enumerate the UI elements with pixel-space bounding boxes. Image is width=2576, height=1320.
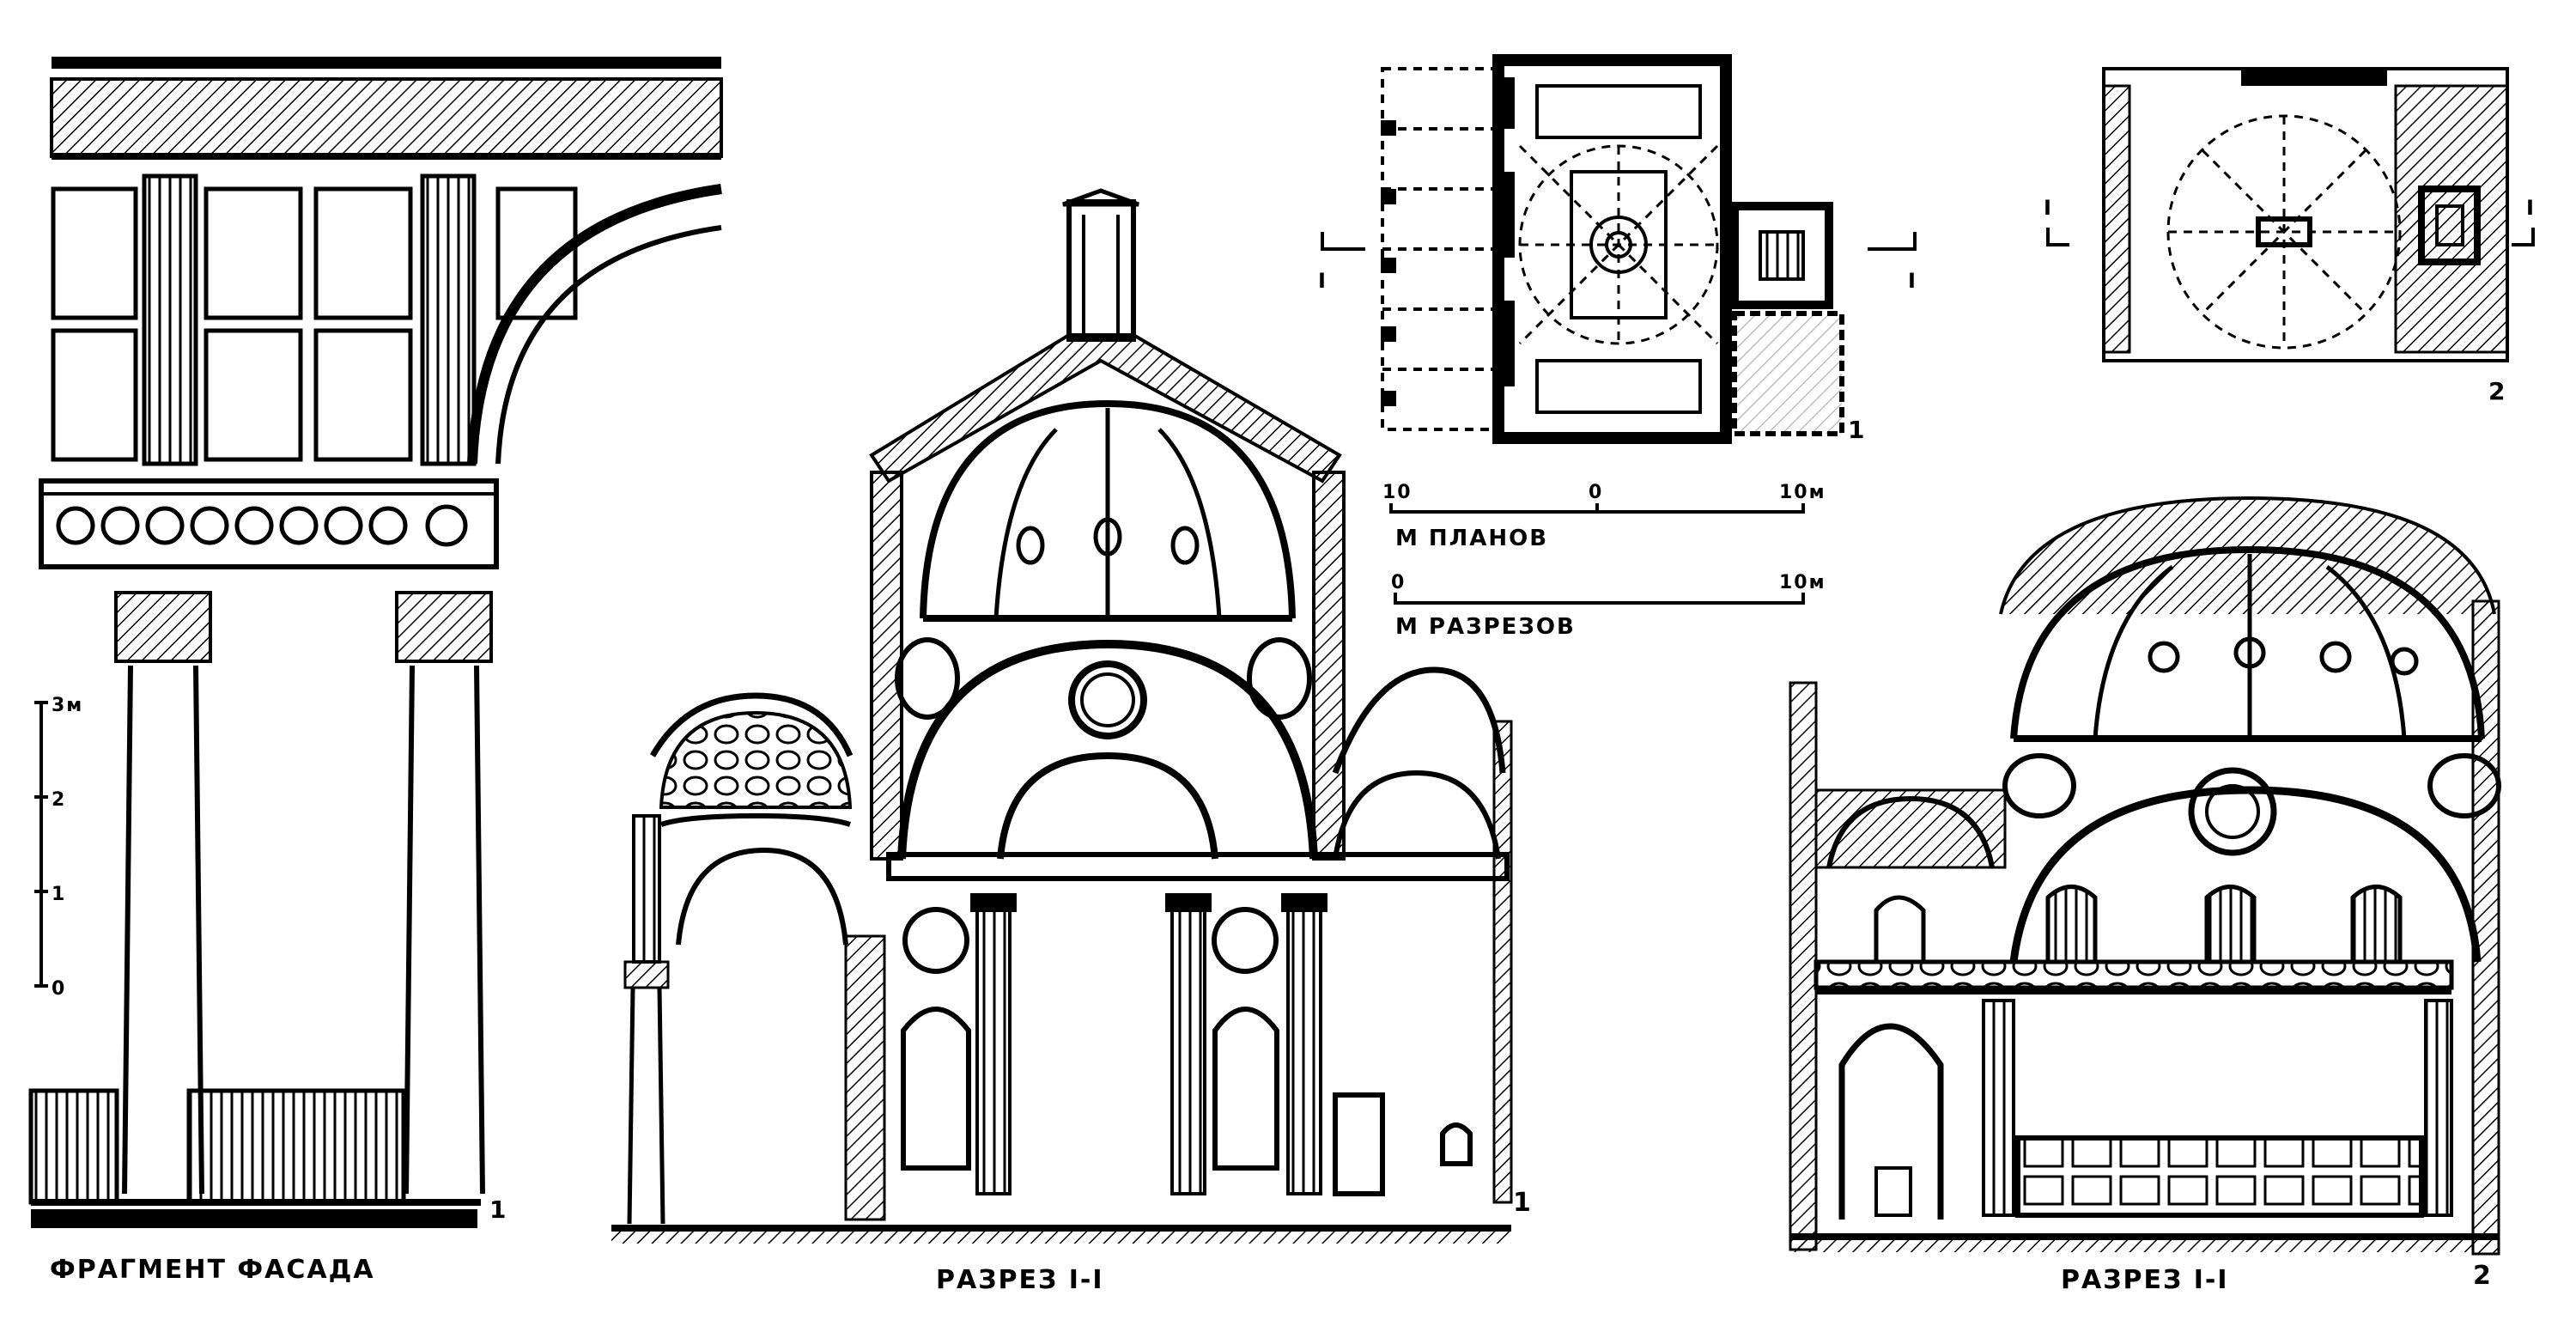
facade-scale-tick-2: 2 — [52, 789, 66, 811]
plans-scale-label: М ПЛАНОВ — [1395, 526, 1548, 551]
plan-2-number: 2 — [2488, 377, 2506, 405]
plans-scale-tick-0: 0 — [1589, 482, 1603, 503]
scale-bars: 10 0 10м М ПЛАНОВ 0 10м М РАЗРЕЗОВ — [1382, 482, 1826, 640]
facade-scale-tick-3: 3м — [52, 695, 83, 716]
plan-1-drawing: I I 1 — [1318, 54, 1917, 444]
facade-fragment: 3м 2 1 0 1 ФРАГМЕНТ ФАСАДА — [28, 57, 723, 1285]
plans-scale-tick-10-right: 10м — [1779, 482, 1826, 503]
facade-scale-tick-0: 0 — [52, 978, 66, 1000]
sections-scale-tick-10: 10м — [1779, 572, 1826, 593]
section-2-caption: РАЗРЕЗ I-I — [2061, 1265, 2229, 1295]
facade-caption: ФРАГМЕНТ ФАСАДА — [50, 1255, 375, 1285]
plan-1-cut-mark-right: I — [1908, 269, 1917, 293]
sections-scale-tick-0: 0 — [1391, 572, 1406, 593]
sections-scale-label: М РАЗРЕЗОВ — [1395, 614, 1576, 640]
plans-scale: 10 0 10м М ПЛАНОВ — [1382, 482, 1826, 551]
section-2-number: 2 — [2473, 1261, 2493, 1291]
plan-2-drawing: I I 2 — [2044, 67, 2536, 405]
facade-height-scale: 3м 2 1 0 — [34, 695, 83, 1000]
section-1-drawing: 1 РАЗРЕЗ I-I — [611, 188, 1533, 1295]
plan-2-cut-mark-right: I — [2526, 196, 2536, 220]
plan-1-cut-mark-left: I — [1318, 269, 1327, 293]
section-1-number: 1 — [1513, 1188, 1533, 1218]
facade-number: 1 — [489, 1195, 507, 1224]
facade-scale-tick-1: 1 — [52, 884, 66, 905]
section-1-caption: РАЗРЕЗ I-I — [936, 1265, 1104, 1295]
section-2-drawing: РАЗРЕЗ I-I 2 — [1789, 496, 2501, 1295]
plans-scale-tick-10-left: 10 — [1382, 482, 1413, 503]
plan-2-cut-mark-left: I — [2044, 196, 2053, 220]
plan-1-number: 1 — [1848, 416, 1866, 444]
sections-scale: 0 10м М РАЗРЕЗОВ — [1391, 572, 1826, 640]
